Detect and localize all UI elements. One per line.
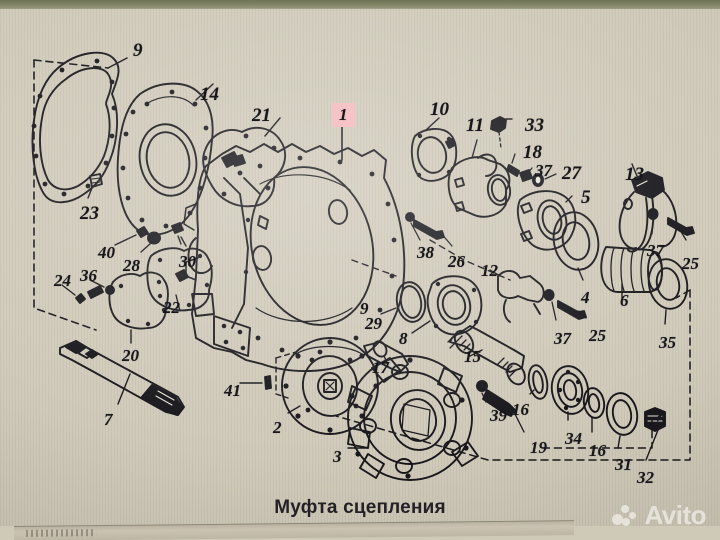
callout-number-10: 10 (430, 99, 449, 120)
part-40-bolt (114, 226, 149, 246)
callout-number-26: 26 (448, 252, 465, 271)
part-31-seal (605, 392, 639, 449)
callout-number-33: 33 (525, 115, 544, 136)
part-12-fork (489, 269, 545, 323)
callout-number-5: 5 (581, 187, 591, 208)
callout-number-36: 36 (80, 266, 97, 285)
part-3-pressure-plate (347, 355, 479, 481)
part-7-shaft (59, 340, 185, 416)
part-29-oring (380, 281, 427, 323)
avito-dots-icon (612, 504, 637, 527)
callout-number-17: 17 (372, 358, 389, 377)
callout-number-37: 37 (554, 329, 571, 348)
group-bracket-right (335, 289, 691, 461)
diagram-caption: Муфта сцепления (274, 497, 446, 518)
callout-number-12: 12 (481, 261, 498, 280)
callout-number-37: 37 (647, 241, 664, 260)
callout-number-23: 23 (80, 203, 99, 224)
callout-number-1-highlighted: 1 (332, 103, 355, 127)
avito-wordmark: Avito (644, 500, 706, 530)
callout-number-27: 27 (562, 163, 581, 184)
callout-number-19: 19 (530, 438, 547, 457)
part-8-flange (411, 275, 483, 336)
callout-number-28: 28 (123, 256, 140, 275)
callout-number-39: 39 (490, 406, 507, 425)
callout-number-38: 38 (417, 243, 434, 262)
part-14-cover (116, 82, 214, 236)
part-34-bearing (550, 365, 590, 421)
diagram-svg (31, 51, 695, 481)
callout-number-20: 20 (122, 346, 139, 365)
callout-number-16: 16 (512, 400, 529, 419)
part-1-clutch-housing (187, 119, 406, 372)
callout-number-6: 6 (620, 291, 629, 310)
part-20-gasket (108, 271, 169, 344)
callout-number-40: 40 (98, 243, 115, 262)
part-5-carrier (517, 190, 577, 251)
part-16-snapring-b (582, 387, 606, 433)
callout-number-3: 3 (333, 447, 342, 466)
part-28-nut (140, 231, 161, 253)
callout-number-32: 32 (637, 468, 654, 487)
part-9-gasket (31, 51, 128, 204)
callout-number-31: 31 (615, 455, 632, 474)
part-11-housing (447, 139, 512, 218)
callout-number-7: 7 (104, 410, 113, 429)
group-bracket-center (351, 239, 511, 281)
part-22-gasket (146, 247, 213, 312)
callout-number-14: 14 (200, 84, 219, 105)
callout-number-24: 24 (54, 271, 71, 290)
part-41-key (239, 351, 297, 399)
callout-number-30: 30 (179, 252, 196, 271)
callout-number-22: 22 (163, 298, 180, 317)
part-37-washer-c (543, 289, 557, 321)
group-bracket-left (33, 59, 109, 331)
callout-number-18: 18 (523, 142, 542, 163)
part-37-washer-a (519, 167, 533, 182)
callout-number-25: 25 (682, 254, 699, 273)
part-17-dowel (363, 340, 409, 373)
part-15-shaft (447, 325, 526, 386)
part-23-clip (87, 173, 103, 199)
callout-number-21: 21 (252, 105, 271, 126)
part-39-19-bolt (476, 380, 525, 433)
callout-number-2: 2 (273, 418, 282, 437)
exploded-diagram (0, 8, 720, 526)
part-33-bracket (490, 116, 513, 149)
part-35-seal (647, 258, 689, 325)
callout-number-16: 16 (589, 441, 606, 460)
callout-number-4: 4 (581, 288, 590, 307)
callout-number-41: 41 (224, 381, 241, 400)
callout-number-15: 15 (464, 347, 481, 366)
part-1-rear-detail (183, 203, 199, 281)
callout-number-34: 34 (565, 429, 582, 448)
photo-top-band (0, 0, 720, 9)
part-27-washer (532, 173, 557, 187)
callout-number-11: 11 (466, 115, 484, 136)
part-37-washer-b (647, 208, 659, 235)
part-18-pin (506, 153, 520, 177)
part-38-26-bolt (405, 212, 453, 247)
part-25-bolt-a (667, 217, 695, 241)
part-25-bolt-b (557, 300, 587, 320)
callout-number-35: 35 (659, 333, 676, 352)
callout-number-25: 25 (589, 326, 606, 345)
callout-number-8: 8 (399, 329, 408, 348)
callout-number-29: 29 (365, 314, 382, 333)
callout-number-37: 37 (535, 161, 552, 180)
avito-watermark: Avito (612, 500, 706, 531)
callout-number-13: 13 (625, 164, 644, 185)
catalog-page (0, 8, 720, 526)
part-24-bolt (61, 284, 86, 304)
part-16-snapring-a (527, 364, 549, 400)
part-4-ring (552, 211, 600, 281)
callout-number-9: 9 (360, 299, 369, 318)
part-30-pin (171, 222, 187, 247)
callout-number-9: 9 (133, 40, 143, 61)
